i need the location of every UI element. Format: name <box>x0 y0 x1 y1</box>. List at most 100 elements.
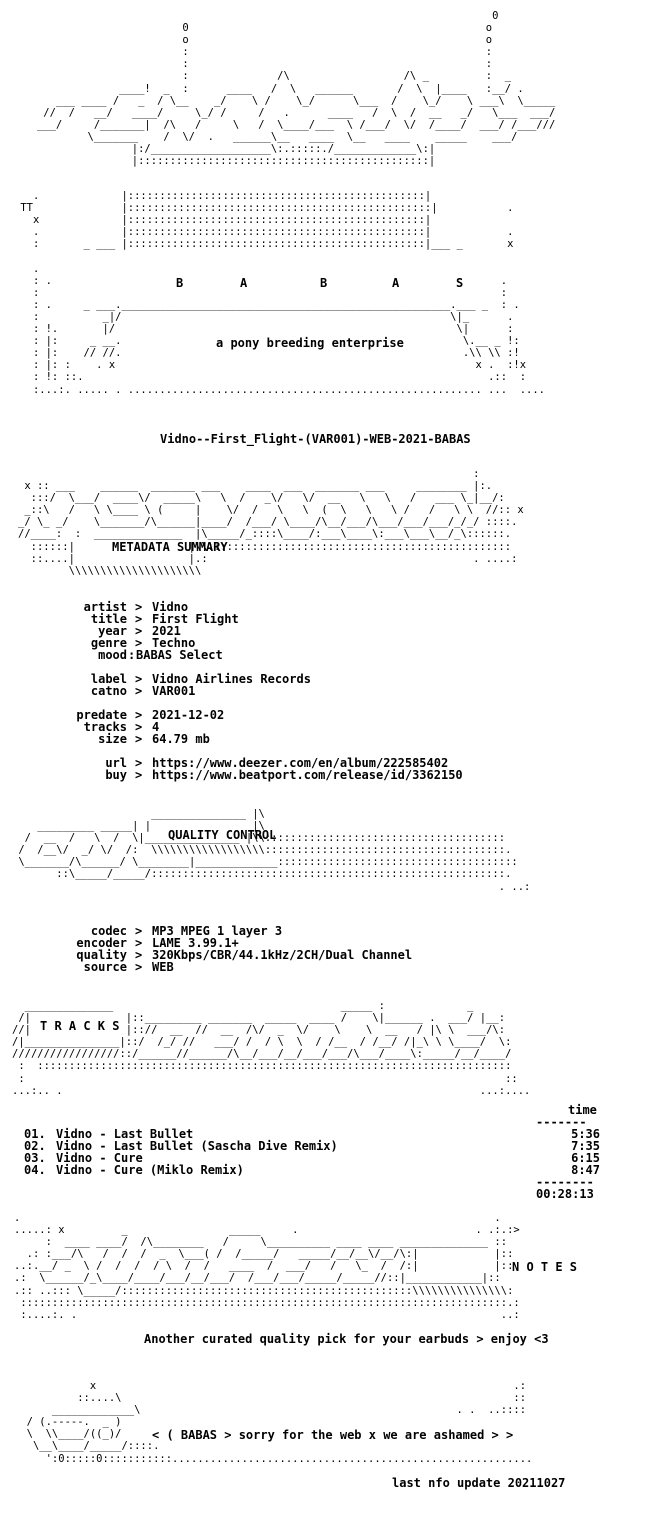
metadata-separator: > <box>135 768 143 782</box>
notes-ascii-art: . . .....: x _ _____ . . .:.:> : ____ __… <box>14 1212 520 1321</box>
metadata-row-predate: predate > 2021-12-02 <box>0 709 648 721</box>
metadata-buy-link[interactable]: https://www.beatport.com/release/id/3362… <box>152 768 463 782</box>
metadata-key: tracks <box>83 720 127 734</box>
metadata-separator: > <box>135 624 143 638</box>
metadata-value: 64.79 mb <box>152 732 210 746</box>
tagline: a pony breeding enterprise <box>216 336 404 350</box>
metadata-row-year: year > 2021 <box>0 625 648 637</box>
tracks-divider-top: ------- <box>536 1115 587 1129</box>
release-name: Vidno--First_Flight-(VAR001)-WEB-2021-BA… <box>160 432 471 446</box>
quality-key: source <box>83 960 127 974</box>
track-time: 6:15 <box>571 1151 600 1165</box>
track-number: 02. <box>24 1139 46 1153</box>
track-time: 5:36 <box>571 1127 600 1141</box>
header-ascii-art: 0 0 o o o : <box>36 10 556 168</box>
metadata-separator: > <box>135 600 143 614</box>
quality-value: 320Kbps/CBR/44.1kHz/2CH/Dual Channel <box>152 948 413 962</box>
track-row: 04. Vidno - Cure (Miklo Remix) 8:47 <box>0 1164 648 1176</box>
quality-row-quality: quality > 320Kbps/CBR/44.1kHz/2CH/Dual C… <box>0 949 648 961</box>
group-letter-a1: A <box>240 276 248 290</box>
track-name: Vidno - Cure (Miklo Remix) <box>56 1163 244 1177</box>
metadata-separator: > <box>135 756 143 770</box>
tracks-ascii-art: ______________ _____ : _ /| |::_________… <box>12 1000 531 1097</box>
quality-ascii-art: _______________ |\ _________ _____| | |\… <box>18 808 531 893</box>
quality-value: WEB <box>152 960 174 974</box>
metadata-value: 4 <box>152 720 160 734</box>
metadata-key: buy <box>105 768 127 782</box>
metadata-row-catno: catno > VAR001 <box>0 685 648 697</box>
metadata-separator: > <box>135 720 143 734</box>
quality-separator: > <box>135 960 143 974</box>
tracks-section-title: T R A C K S <box>40 1019 120 1033</box>
notes-section-title: N O T E S <box>512 1260 578 1274</box>
metadata-value: BABAS Select <box>136 648 223 662</box>
metadata-row-buy: buy > https://www.beatport.com/release/i… <box>0 769 648 781</box>
track-row: 02. Vidno - Last Bullet (Sascha Dive Rem… <box>0 1140 648 1152</box>
quality-section-title: QUALITY CONTROL <box>168 828 277 842</box>
quality-row-source: source > WEB <box>0 961 648 973</box>
metadata-separator: > <box>135 636 143 650</box>
quality-separator: > <box>135 948 143 962</box>
metadata-value: Vidno Airlines Records <box>152 672 311 686</box>
track-row: 01. Vidno - Last Bullet 5:36 <box>0 1128 648 1140</box>
metadata-separator: > <box>135 708 143 722</box>
metadata-key: url <box>105 756 127 770</box>
metadata-value: Vidno <box>152 600 189 614</box>
metadata-value: 2021 <box>152 624 181 638</box>
tracks-time-header: time <box>568 1103 597 1117</box>
metadata-separator: > <box>135 612 143 626</box>
metadata-row-title: title > First Flight <box>0 613 648 625</box>
group-letter-a2: A <box>392 276 400 290</box>
metadata-row-tracks: tracks > 4 <box>0 721 648 733</box>
track-name: Vidno - Last Bullet (Sascha Dive Remix) <box>56 1139 338 1153</box>
footer-message: < ( BABAS > sorry for the web x we are a… <box>152 1428 514 1442</box>
metadata-row-genre: genre > Techno <box>0 637 648 649</box>
group-letter-b2: B <box>320 276 328 290</box>
footer-ascii-art: x .: ::....\ :: _____________\ <box>26 1380 533 1465</box>
metadata-key: mood <box>98 648 127 662</box>
metadata-ascii-art: : x :: ___ ______ _______ ___ ____ ___ _… <box>18 468 524 577</box>
track-number: 01. <box>24 1127 46 1141</box>
metadata-row-mood: mood : BABAS Select <box>0 649 648 661</box>
track-number: 03. <box>24 1151 46 1165</box>
metadata-value: VAR001 <box>152 684 196 698</box>
notes-text: Another curated quality pick for your ea… <box>144 1332 549 1346</box>
track-time: 7:35 <box>571 1139 600 1153</box>
metadata-row-label: label > Vidno Airlines Records <box>0 673 648 685</box>
quality-key: quality <box>76 948 127 962</box>
metadata-value: Techno <box>152 636 196 650</box>
metadata-key: artist <box>83 600 127 614</box>
metadata-separator: > <box>135 684 143 698</box>
metadata-value: 2021-12-02 <box>152 708 225 722</box>
tracks-divider-bottom: -------- <box>536 1175 594 1189</box>
track-name: Vidno - Last Bullet <box>56 1127 194 1141</box>
metadata-key: size <box>98 732 127 746</box>
metadata-key: predate <box>76 708 127 722</box>
quality-separator: > <box>135 936 143 950</box>
quality-key: encoder <box>76 936 127 950</box>
metadata-key: title <box>90 612 127 626</box>
metadata-separator: : <box>128 648 136 662</box>
quality-row-codec: codec > MP3 MPEG 1 layer 3 <box>0 925 648 937</box>
track-name: Vidno - Cure <box>56 1151 143 1165</box>
quality-separator: > <box>135 924 143 938</box>
tracks-total-time: 00:28:13 <box>536 1187 594 1201</box>
track-number: 04. <box>24 1163 46 1177</box>
quality-value: LAME 3.99.1+ <box>152 936 239 950</box>
metadata-section-title: METADATA SUMMARY <box>112 540 228 554</box>
track-time: 8:47 <box>571 1163 600 1177</box>
group-letter-b1: B <box>176 276 184 290</box>
metadata-row-url: url > https://www.deezer.com/en/album/22… <box>0 757 648 769</box>
footer-update: last nfo update 20211027 <box>392 1476 566 1490</box>
metadata-value: First Flight <box>152 612 239 626</box>
group-letter-s: S <box>456 276 464 290</box>
header-frame-art: . |:::::::::::::::::::::::::::::::::::::… <box>20 190 546 396</box>
metadata-url-link[interactable]: https://www.deezer.com/en/album/22258540… <box>152 756 449 770</box>
metadata-row-size: size > 64.79 mb <box>0 733 648 745</box>
metadata-key: label <box>90 672 127 686</box>
metadata-key: catno <box>90 684 127 698</box>
metadata-key: genre <box>90 636 127 650</box>
metadata-row-artist: artist > Vidno <box>0 601 648 613</box>
quality-key: codec <box>90 924 127 938</box>
quality-row-encoder: encoder > LAME 3.99.1+ <box>0 937 648 949</box>
